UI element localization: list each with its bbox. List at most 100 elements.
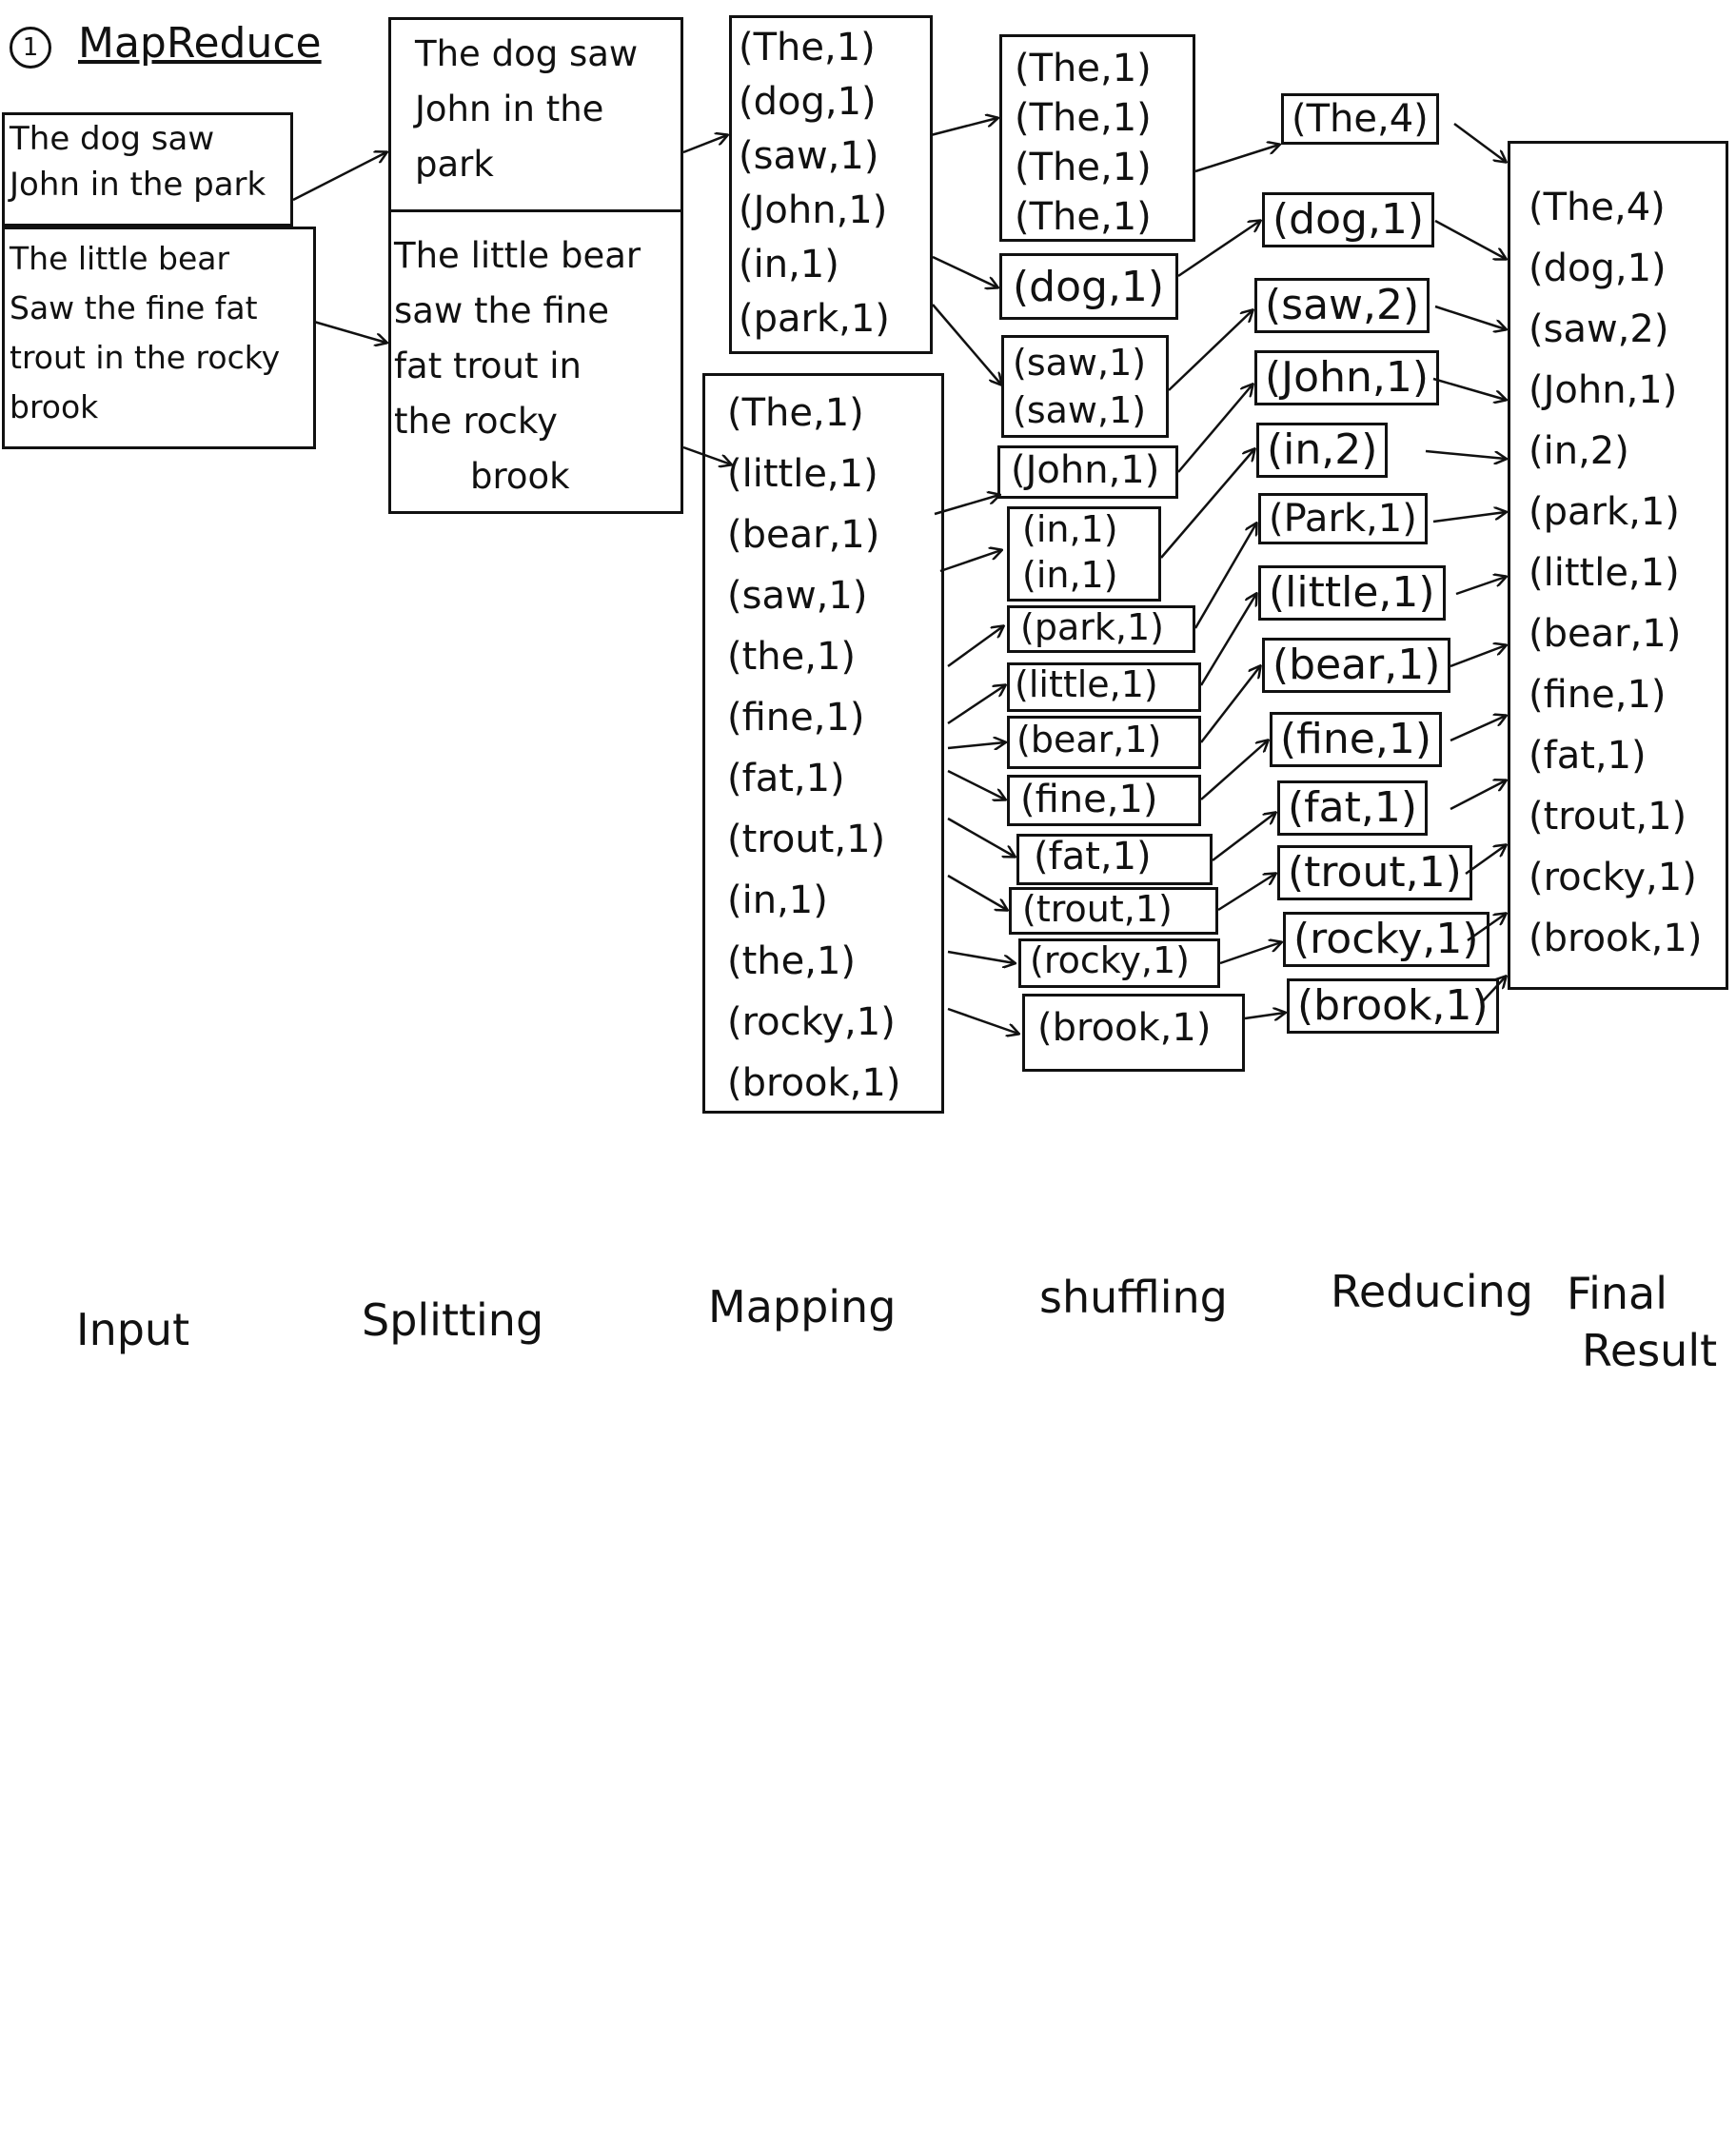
stage-label-reducing: Reducing bbox=[1331, 1266, 1533, 1317]
reduce-result: (little,1) bbox=[1258, 565, 1446, 621]
reduce-result: (bear,1) bbox=[1262, 638, 1451, 693]
stage-label-input: Input bbox=[76, 1304, 190, 1355]
stage-label-result: Result bbox=[1582, 1325, 1718, 1376]
shuffle-pair: (fine,1) bbox=[1020, 778, 1158, 821]
shuffle-pair: (dog,1) bbox=[1013, 263, 1165, 311]
shuffle-group-dog bbox=[999, 253, 1178, 320]
arrow bbox=[1200, 740, 1268, 800]
mapping-pair: (park,1) bbox=[739, 297, 890, 341]
shuffle-pair: (John,1) bbox=[1011, 448, 1160, 492]
shuffle-list-in: (in,1) (in,1) bbox=[1022, 506, 1118, 598]
shuffle-group-the bbox=[999, 34, 1195, 242]
mapping-pair: (saw,1) bbox=[727, 574, 868, 618]
splitting-line: John in the bbox=[415, 89, 604, 129]
reduce-result: (fine,1) bbox=[1270, 712, 1442, 767]
shuffle-group-brook bbox=[1022, 994, 1245, 1072]
mapping-pair: (fat,1) bbox=[727, 757, 845, 800]
arrow bbox=[1455, 577, 1506, 596]
input-box-2 bbox=[2, 227, 316, 449]
arrow bbox=[932, 255, 997, 287]
arrow bbox=[1200, 666, 1260, 743]
final-pair: (The,4) bbox=[1529, 186, 1666, 229]
arrow bbox=[939, 550, 1001, 573]
reduce-result: (The,4) bbox=[1281, 93, 1439, 145]
final-result-list: (The,4) (dog,1) (saw,2) (John,1) (in,2) … bbox=[1529, 177, 1702, 969]
mapping-pair: (the,1) bbox=[727, 939, 857, 983]
shuffle-group-trout bbox=[1009, 887, 1218, 935]
arrow bbox=[1450, 645, 1506, 668]
arrow bbox=[947, 769, 1005, 800]
reduce-result: (trout,1) bbox=[1277, 845, 1472, 900]
mapping-pair: (fine,1) bbox=[727, 696, 865, 740]
final-pair: (dog,1) bbox=[1529, 247, 1667, 290]
input-line: Saw the fine fat bbox=[10, 289, 258, 326]
input-line: John in the park bbox=[10, 166, 266, 204]
arrow bbox=[947, 817, 1015, 857]
mapping-pair: (saw,1) bbox=[739, 134, 879, 178]
arrow bbox=[1465, 845, 1506, 876]
splitting-line: brook bbox=[470, 456, 570, 497]
arrow bbox=[1219, 942, 1281, 965]
mapping-pair: (in,1) bbox=[727, 878, 828, 922]
shuffle-pair: (trout,1) bbox=[1022, 888, 1173, 930]
splitting-divider bbox=[388, 209, 683, 212]
shuffle-pair: (The,1) bbox=[1015, 47, 1152, 90]
input-text-2: The little bear Saw the fine fat trout i… bbox=[10, 234, 280, 432]
shuffle-group-in bbox=[1007, 506, 1161, 602]
final-pair: (rocky,1) bbox=[1529, 856, 1697, 899]
arrow bbox=[1432, 512, 1506, 523]
arrow bbox=[930, 118, 997, 137]
stage-label-splitting: Splitting bbox=[362, 1294, 544, 1346]
mapping-pair: (in,1) bbox=[739, 243, 839, 286]
arrow bbox=[1434, 305, 1506, 329]
arrow bbox=[1425, 449, 1506, 459]
mapping-list-1: (The,1) (dog,1) (saw,1) (John,1) (in,1) … bbox=[739, 21, 890, 346]
splitting-line: fat trout in bbox=[394, 345, 582, 386]
splitting-line: the rocky bbox=[394, 401, 558, 442]
mapping-pair: (The,1) bbox=[727, 391, 864, 435]
final-pair: (John,1) bbox=[1529, 368, 1678, 412]
reduce-result: (John,1) bbox=[1254, 350, 1439, 405]
arrow bbox=[1450, 780, 1506, 811]
final-pair: (fine,1) bbox=[1529, 673, 1667, 717]
splitting-box bbox=[388, 17, 683, 514]
shuffle-group-park bbox=[1007, 605, 1195, 653]
reduce-result: (dog,1) bbox=[1262, 192, 1435, 247]
splitting-line: park bbox=[415, 144, 494, 185]
arrow bbox=[1194, 523, 1256, 629]
input-text-1: The dog saw John in the park bbox=[10, 116, 266, 207]
mapping-list-2: (The,1) (little,1) (bear,1) (saw,1) (the… bbox=[727, 383, 900, 1114]
stage-label-shuffling: shuffling bbox=[1039, 1272, 1228, 1323]
shuffle-pair: (The,1) bbox=[1015, 195, 1152, 239]
shuffle-pair: (park,1) bbox=[1020, 606, 1164, 648]
shuffle-pair: (little,1) bbox=[1015, 663, 1158, 705]
arrow bbox=[932, 304, 1001, 385]
arrow bbox=[947, 742, 1005, 748]
final-pair: (bear,1) bbox=[1529, 612, 1682, 656]
shuffle-pair: (The,1) bbox=[1015, 146, 1152, 189]
mapping-pair: (The,1) bbox=[739, 26, 876, 69]
final-pair: (park,1) bbox=[1529, 490, 1680, 534]
splitting-line: The dog saw bbox=[415, 33, 639, 74]
shuffle-pair: (brook,1) bbox=[1037, 1006, 1212, 1050]
shuffle-pair: (bear,1) bbox=[1016, 719, 1162, 760]
input-line: The dog saw bbox=[10, 120, 215, 158]
splitting-text-2: The little bear saw the fine fat trout i… bbox=[394, 228, 641, 504]
diagram-title: MapReduce bbox=[78, 19, 322, 68]
arrow bbox=[1199, 594, 1256, 686]
reduce-result: (rocky,1) bbox=[1283, 912, 1489, 967]
arrow bbox=[1177, 221, 1260, 278]
input-box-1 bbox=[2, 112, 293, 227]
input-line: The little bear bbox=[10, 240, 230, 277]
arrow bbox=[1244, 1013, 1285, 1018]
shuffle-pair: (saw,1) bbox=[1013, 389, 1147, 431]
arrow bbox=[682, 135, 727, 154]
arrow bbox=[1450, 716, 1506, 742]
shuffle-pair: (The,1) bbox=[1015, 96, 1152, 140]
mapping-pair: (the,1) bbox=[727, 635, 857, 679]
final-pair: (saw,2) bbox=[1529, 307, 1669, 351]
mapping-box-1 bbox=[729, 15, 933, 354]
arrow bbox=[1212, 813, 1275, 861]
arrow bbox=[1194, 145, 1279, 173]
